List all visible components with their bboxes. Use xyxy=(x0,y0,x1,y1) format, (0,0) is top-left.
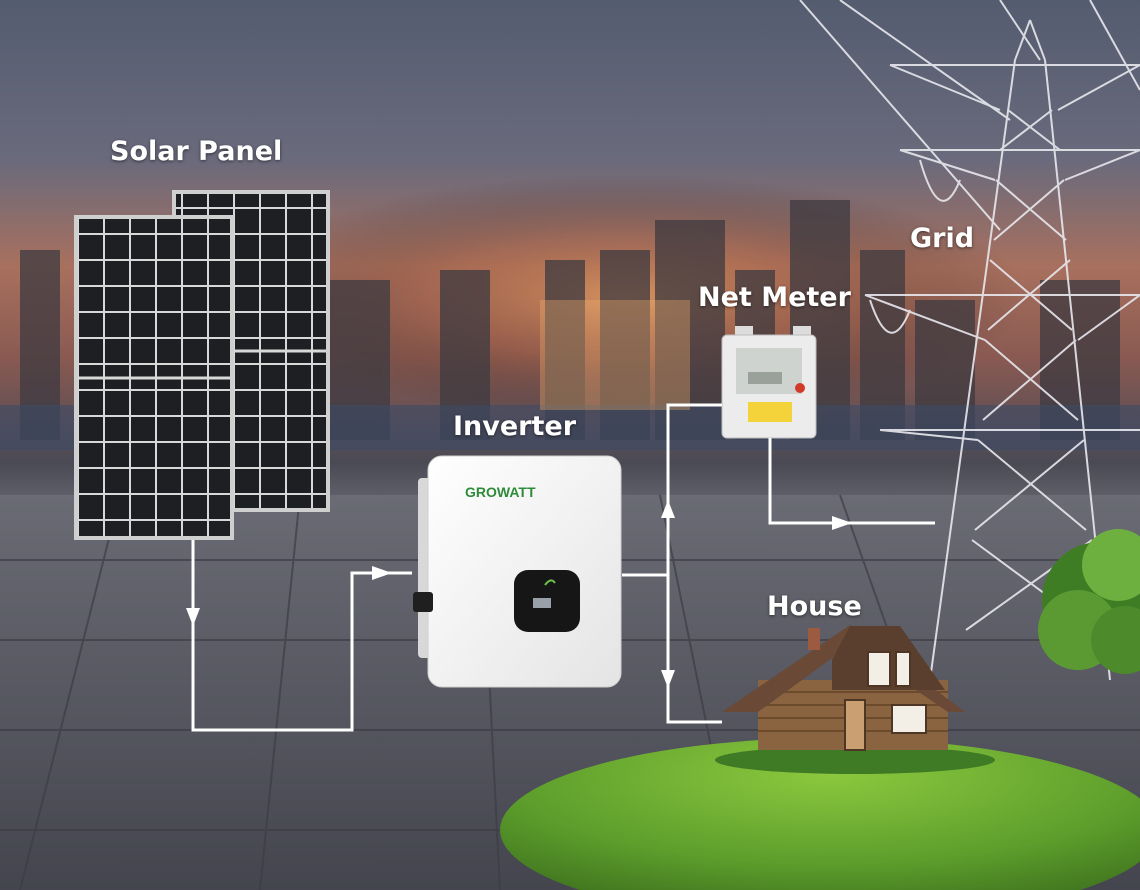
arrow-right-grid xyxy=(832,516,852,530)
arrow-up-meter xyxy=(661,500,675,518)
arrow-right-inverter xyxy=(372,566,392,580)
arrow-down-house xyxy=(661,670,675,688)
label-house: House xyxy=(767,591,862,622)
flow-arrows xyxy=(186,500,852,688)
label-grid: Grid xyxy=(910,223,975,254)
transmission-tower-icon xyxy=(799,0,1140,681)
tree-icon xyxy=(1038,529,1140,674)
inverter-icon: GROWATT xyxy=(413,455,622,688)
house-icon xyxy=(722,625,965,751)
solar-panel-icon xyxy=(74,190,330,540)
city-lights xyxy=(540,300,690,410)
net-meter-icon xyxy=(721,326,817,439)
connector-junction-to-meter xyxy=(666,403,722,575)
inverter-brand-text: GROWATT xyxy=(465,484,536,500)
arrow-down-panel xyxy=(186,608,200,626)
label-net-meter: Net Meter xyxy=(698,282,851,313)
label-inverter: Inverter xyxy=(453,411,577,442)
grass-island xyxy=(500,738,1140,890)
connector-meter-to-grid xyxy=(768,438,935,525)
connector-junction-to-house xyxy=(666,575,722,724)
label-solar-panel: Solar Panel xyxy=(110,136,283,167)
